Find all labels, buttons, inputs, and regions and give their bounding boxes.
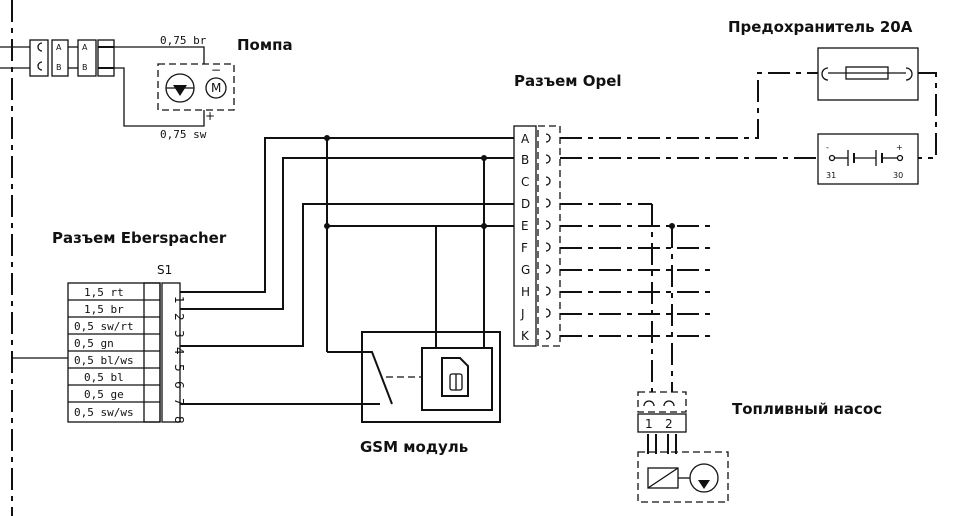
pump-housing <box>157 63 235 111</box>
svg-text:0,5 ge: 0,5 ge <box>84 388 124 401</box>
svg-text:M: M <box>211 81 221 95</box>
svg-text:8: 8 <box>172 416 186 424</box>
battery-section: - + 31 30 <box>817 133 919 185</box>
fuel-pump-pin-2: 2 <box>665 417 673 431</box>
svg-text:H: H <box>521 285 530 299</box>
svg-text:D: D <box>521 197 530 211</box>
svg-text:0,5 bl/ws: 0,5 bl/ws <box>74 354 134 367</box>
svg-text:7: 7 <box>172 398 186 406</box>
opel-connector: Разъем Opel A B C D E F G H J K <box>513 72 622 347</box>
pump-motor-icon <box>205 77 227 99</box>
fuse-section: Предохранитель 20А <box>728 18 919 101</box>
fuse-label: Предохранитель 20А <box>728 18 913 36</box>
opel-pin-labels: A B C D E F G H J K <box>520 132 530 343</box>
svg-text:K: K <box>521 329 530 343</box>
eberspacher-ref: S1 <box>157 263 172 277</box>
svg-text:1: 1 <box>172 296 186 304</box>
opel-connector-label: Разъем Opel <box>514 72 622 90</box>
sim-card-icon <box>441 357 469 397</box>
battery-terminal-30: 30 <box>893 171 903 180</box>
pump-section: Помпа A B A B 0,75 br 0,75 sw M − + <box>0 34 293 141</box>
svg-text:3: 3 <box>172 330 186 338</box>
svg-text:J: J <box>520 307 525 321</box>
gsm-module-label: GSM модуль <box>360 438 468 456</box>
pump-wire-top-label: 0,75 br <box>160 34 207 47</box>
fuel-pump-pin-1: 1 <box>645 417 653 431</box>
svg-text:1,5 br: 1,5 br <box>84 303 124 316</box>
svg-text:−: − <box>211 63 221 77</box>
eberspacher-wire-labels: 1,5 rt 1,5 br 0,5 sw/rt 0,5 gn 0,5 bl/ws… <box>74 286 134 419</box>
svg-text:C: C <box>521 175 529 189</box>
svg-text:+: + <box>896 143 903 152</box>
svg-text:5: 5 <box>172 364 186 372</box>
svg-text:1,5 rt: 1,5 rt <box>84 286 124 299</box>
fuel-pump-connector <box>637 391 687 413</box>
svg-text:4: 4 <box>172 347 186 355</box>
eberspacher-pin-labels: 1 2 3 4 5 6 7 8 <box>172 296 186 424</box>
gsm-module-box <box>361 331 501 423</box>
svg-text:A: A <box>56 43 62 52</box>
svg-text:B: B <box>521 153 529 167</box>
svg-text:2: 2 <box>172 313 186 321</box>
gsm-module: GSM модуль <box>327 331 501 456</box>
harness-wires <box>180 135 514 405</box>
eberspacher-connector-label: Разъем Eberspacher <box>52 229 227 247</box>
svg-text:G: G <box>521 263 530 277</box>
svg-text:B: B <box>82 63 88 72</box>
eberspacher-connector: Разъем Eberspacher S1 1,5 rt 1,5 br 0,5 … <box>12 229 227 424</box>
pump-wire-bottom-label: 0,75 sw <box>160 128 207 141</box>
svg-text:+: + <box>205 109 215 123</box>
svg-text:E: E <box>521 219 529 233</box>
fuel-pump-label: Топливный насос <box>732 400 882 418</box>
svg-text:F: F <box>521 241 528 255</box>
pump-connector-left: A B A B <box>29 39 115 77</box>
svg-text:B: B <box>56 63 62 72</box>
gsm-board <box>421 347 493 411</box>
battery-terminal-31: 31 <box>826 171 836 180</box>
svg-text:0,5 gn: 0,5 gn <box>74 337 114 350</box>
svg-text:0,5 sw/ws: 0,5 sw/ws <box>74 406 134 419</box>
fuel-pump-motor-icon <box>689 463 719 493</box>
svg-text:0,5 sw/rt: 0,5 sw/rt <box>74 320 134 333</box>
svg-text:A: A <box>521 132 530 146</box>
fuse-box <box>817 47 919 101</box>
svg-text:-: - <box>826 143 829 152</box>
fuel-pump-section: Топливный насос 1 2 <box>637 391 882 503</box>
pump-label: Помпа <box>237 36 293 54</box>
svg-text:0,5 bl: 0,5 bl <box>84 371 124 384</box>
fuel-pump-housing <box>637 451 729 503</box>
svg-text:6: 6 <box>172 381 186 389</box>
svg-text:A: A <box>82 43 88 52</box>
